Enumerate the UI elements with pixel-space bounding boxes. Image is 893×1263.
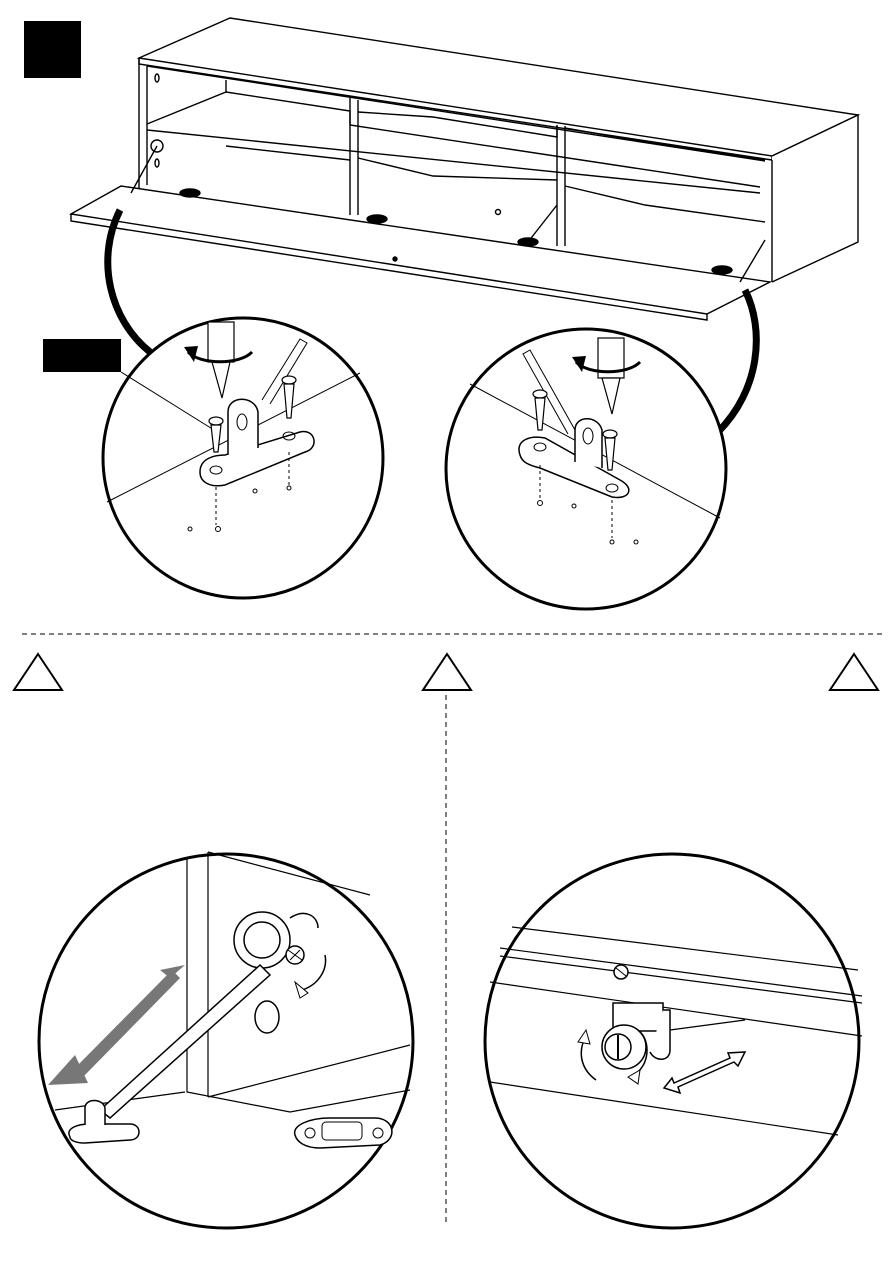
lead-arrow-left (108, 210, 150, 352)
tv-cabinet (71, 18, 858, 320)
warning-triangle-icon (423, 654, 471, 690)
warning-triangle-icon (14, 654, 62, 690)
detail-left-hinge (103, 318, 383, 598)
warning-triangle-icon (830, 654, 878, 690)
detail-right-hinge (446, 329, 726, 609)
detail-catch-adjust (485, 854, 862, 1228)
detail-stay-adjust (39, 852, 413, 1228)
lead-arrow-right (718, 290, 756, 432)
